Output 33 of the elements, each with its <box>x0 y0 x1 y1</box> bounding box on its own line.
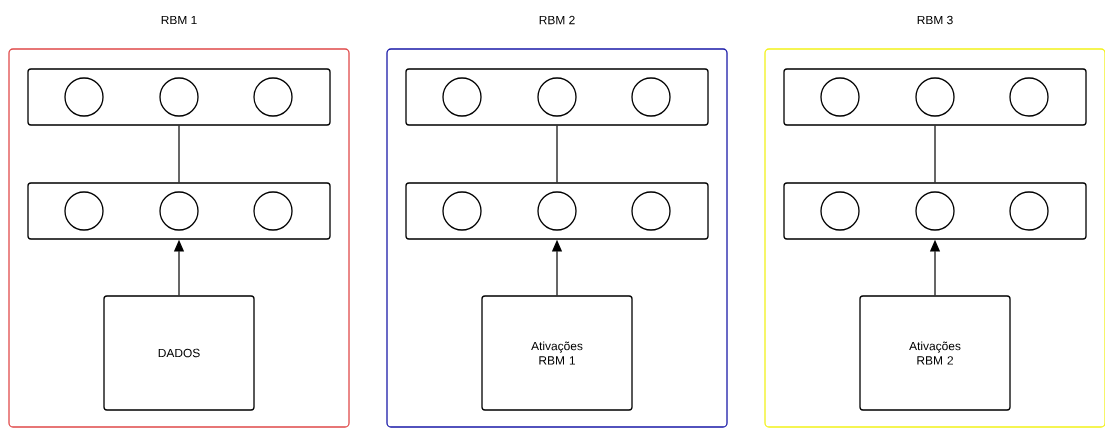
unit-circle <box>442 77 482 117</box>
input-box: DADOS <box>103 295 255 411</box>
unit-circle <box>820 77 860 117</box>
layer-box <box>405 182 709 240</box>
panel-title: RBM 3 <box>917 15 953 25</box>
connector-line <box>556 125 558 183</box>
unit-circle <box>820 191 860 231</box>
unit-circle <box>537 191 577 231</box>
unit-circle <box>64 77 104 117</box>
unit-circle <box>1009 191 1049 231</box>
unit-circle <box>915 191 955 231</box>
layer-box <box>27 182 331 240</box>
unit-circle <box>1009 77 1049 117</box>
connector-line <box>178 125 180 183</box>
unit-circle <box>159 191 199 231</box>
unit-circle <box>915 77 955 117</box>
layer-box <box>27 68 331 126</box>
unit-circle <box>253 77 293 117</box>
unit-circle <box>253 191 293 231</box>
unit-circle <box>631 77 671 117</box>
unit-circle <box>159 77 199 117</box>
layer-box <box>783 68 1087 126</box>
layer-box <box>405 68 709 126</box>
input-box: Ativações RBM 2 <box>859 295 1011 411</box>
unit-circle <box>64 191 104 231</box>
panel-title: RBM 1 <box>161 15 197 25</box>
input-box: Ativações RBM 1 <box>481 295 633 411</box>
layer-box <box>783 182 1087 240</box>
unit-circle <box>537 77 577 117</box>
unit-circle <box>631 191 671 231</box>
panel-title: RBM 2 <box>539 15 575 25</box>
unit-circle <box>442 191 482 231</box>
connector-line <box>934 125 936 183</box>
